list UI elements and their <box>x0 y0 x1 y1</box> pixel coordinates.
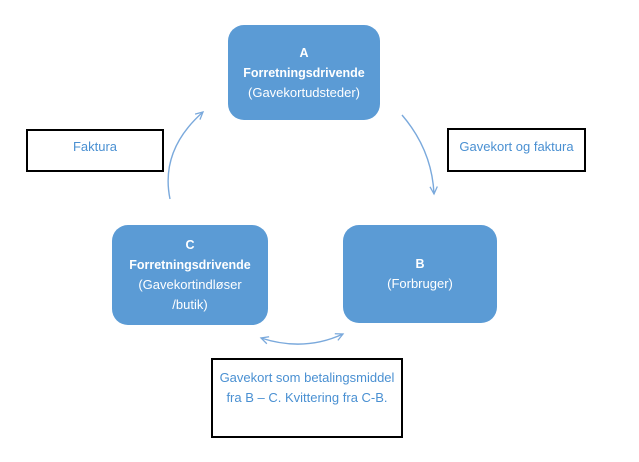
label-gavekort-og-faktura-box: Gavekort og faktura <box>447 128 586 172</box>
node-b-subtitle: (Forbruger) <box>387 276 453 291</box>
arrow-c-to-a <box>167 111 205 200</box>
label-betalingsmiddel-line2: fra B – C. Kvittering fra C-B. <box>226 390 388 405</box>
node-a-title: Forretningsdrivende <box>243 65 365 80</box>
label-gavekort-og-faktura-text: Gavekort og faktura <box>459 139 574 154</box>
node-c-letter: C <box>185 238 195 252</box>
node-c-forretningsdrivende: C Forretningsdrivende (Gavekortindløser … <box>112 225 268 325</box>
node-a-subtitle: (Gavekortudsteder) <box>248 84 360 100</box>
arrow-a-to-b <box>401 114 438 196</box>
label-faktura-text: Faktura <box>72 139 118 154</box>
arrow-c-b-bidirectional <box>259 333 345 345</box>
node-b-forbruger: B (Forbruger) <box>343 225 497 323</box>
label-betalingsmiddel-line1: Gavekort som betalingsmiddel <box>219 370 395 385</box>
node-a-letter: A <box>299 45 309 60</box>
label-betalingsmiddel-box: Gavekort som betalingsmiddel fra B – C. … <box>211 358 403 438</box>
node-c-subtitle-line1: (Gavekortindløser <box>138 277 242 292</box>
label-faktura-box: Faktura <box>26 129 164 172</box>
node-c-subtitle-line2: /butik) <box>172 297 208 312</box>
node-b-letter: B <box>415 257 425 271</box>
node-c-title: Forretningsdrivende <box>129 258 251 272</box>
node-a-forretningsdrivende: A Forretningsdrivende (Gavekortudsteder) <box>228 25 380 120</box>
